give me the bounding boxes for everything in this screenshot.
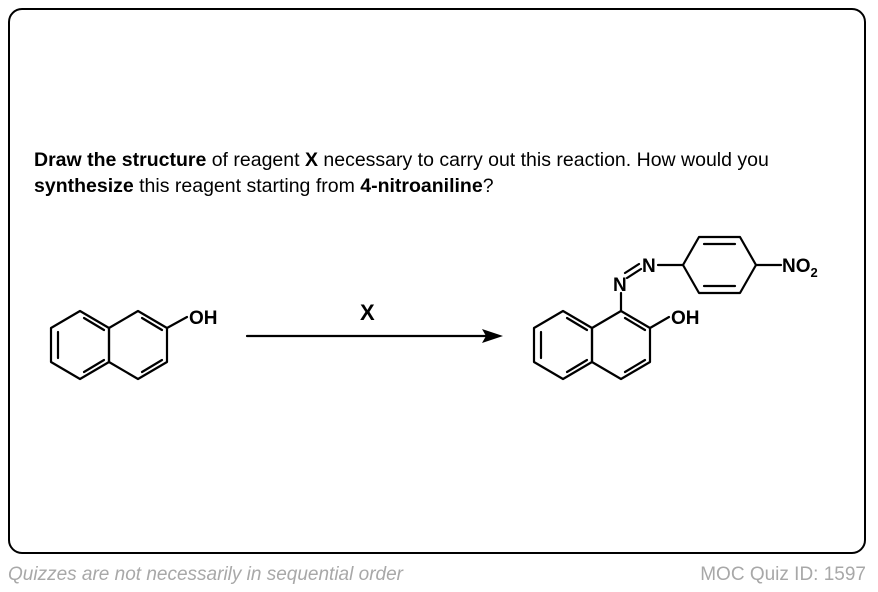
question-segment-7: ? — [482, 175, 494, 197]
question-segment-1: of reagent — [206, 149, 305, 171]
question-segment-2: X — [304, 149, 318, 171]
question-segment-3: necessary to carry out this reaction. Ho… — [317, 149, 769, 171]
footer-quiz-id: MOC Quiz ID: 1597 — [700, 564, 866, 585]
question-text: Draw the structure of reagent X necessar… — [34, 147, 854, 199]
footer-sequence-note: Quizzes are not necessarily in sequentia… — [8, 564, 403, 585]
reactant-naphthol-structure — [49, 309, 189, 381]
reagent-x-label: X — [360, 300, 375, 325]
nitro-group-label: NO2 — [782, 256, 818, 280]
question-segment-5: this reagent starting from — [133, 175, 361, 197]
nitro-label-subscript: 2 — [811, 265, 818, 280]
reactant-oh-label: OH — [189, 308, 218, 329]
question-segment-0: Draw the structure — [34, 149, 207, 171]
azo-nitrogen-label-1: N — [613, 275, 627, 296]
quiz-card — [8, 8, 866, 554]
azo-nitrogen-label-2: N — [642, 256, 656, 277]
product-azo-dye-structure — [532, 235, 783, 381]
reaction-arrow — [245, 329, 503, 343]
question-segment-4: synthesize — [34, 175, 134, 197]
product-oh-label: OH — [671, 308, 700, 329]
nitro-label-main: NO — [782, 256, 811, 277]
question-segment-6: 4-nitroaniline — [360, 175, 483, 197]
